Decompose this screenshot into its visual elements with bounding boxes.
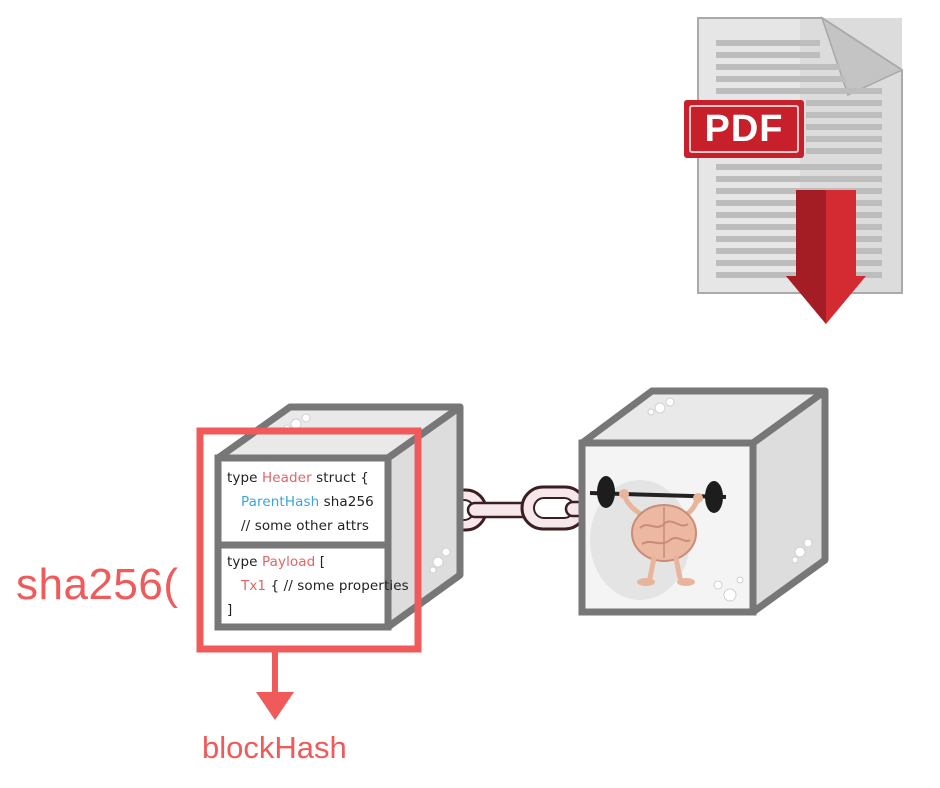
- block-cube-right: [578, 387, 829, 616]
- payload-struct-line2: Tx1 { // some properties: [241, 578, 409, 594]
- header-comment: // some other attrs: [241, 518, 370, 534]
- payload-struct-line1: type Payload [: [227, 554, 325, 570]
- struct-open: struct {: [316, 470, 369, 486]
- payload-struct-line3: ]: [227, 602, 232, 618]
- keyword-type: type: [227, 470, 258, 486]
- payload-type-name: Payload: [261, 554, 316, 570]
- block-hash-label: blockHash: [202, 730, 347, 765]
- parent-hash-field: ParentHash: [241, 494, 320, 510]
- header-struct-line2: ParentHash sha256: [241, 494, 374, 510]
- pdf-label: PDF: [704, 107, 784, 150]
- parent-hash-type: sha256: [323, 494, 374, 510]
- block-cube-left: [214, 403, 464, 631]
- down-arrow-icon: [256, 692, 294, 720]
- keyword-type-payload: type: [227, 554, 258, 570]
- payload-open: [: [319, 554, 326, 570]
- hash-scope-highlight: [196, 427, 422, 720]
- tx1-name: Tx1: [241, 578, 267, 594]
- payload-close: ]: [227, 602, 233, 618]
- brain-weightlifter-illustration: [589, 476, 727, 586]
- header-struct-line3: // some other attrs: [241, 518, 369, 534]
- header-type-name: Header: [261, 470, 312, 486]
- pdf-download-icon[interactable]: [684, 16, 904, 324]
- hash-function-label: sha256(: [16, 560, 179, 609]
- tx1-body: { // some properties: [270, 578, 409, 594]
- header-struct-line1: type Header struct {: [227, 470, 369, 486]
